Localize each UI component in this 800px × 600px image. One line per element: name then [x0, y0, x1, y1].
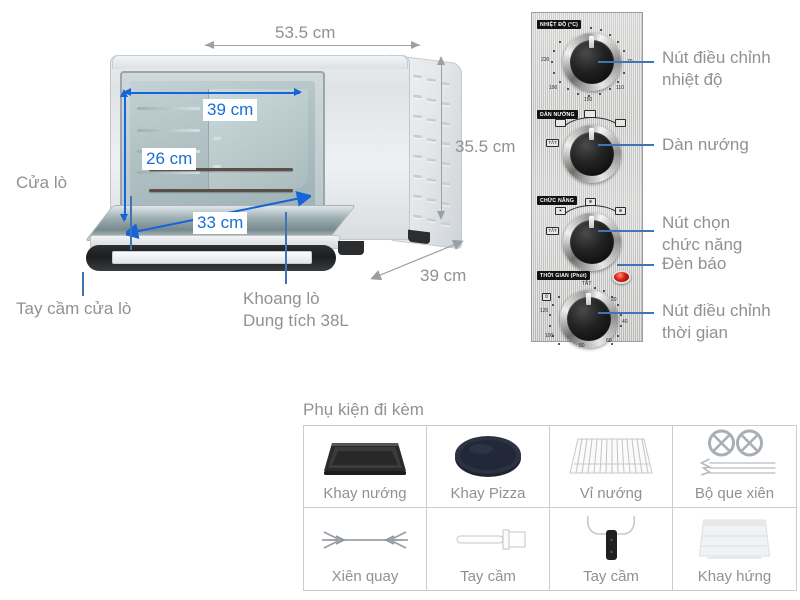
- scale-temp-230: 230: [541, 57, 550, 63]
- scale-temp-110: 110: [616, 85, 624, 91]
- accessory-label: Bộ que xiên: [694, 485, 775, 502]
- accessories-title: Phụ kiện đi kèm: [303, 400, 424, 419]
- drip-tray-icon: [673, 510, 796, 568]
- accessory-cell-grill-rack: Vỉ nướng: [550, 426, 673, 508]
- accessory-label: Tay cầm: [460, 568, 516, 585]
- oven-foot-right: [338, 241, 364, 255]
- accessory-cell-drip-tray: Khay hứng: [673, 508, 796, 590]
- interior-width-label: 39 cm: [203, 99, 258, 121]
- panel-tag-function: CHỨC NĂNG: [537, 196, 578, 205]
- callout-grill-leader: [598, 144, 654, 146]
- function-rotisserie-icon: ⊕: [615, 207, 626, 216]
- accessory-label: Khay hứng: [697, 568, 772, 585]
- function-off-label: TẮT: [546, 227, 560, 236]
- accessory-label: Vỉ nướng: [579, 485, 643, 502]
- accessory-label: Khay Pizza: [450, 485, 526, 502]
- baking-tray-icon: [304, 427, 426, 485]
- grill-off-label: TẮT: [546, 139, 560, 148]
- tray-handle-icon: [550, 510, 672, 568]
- accessories-grid: Khay nướng Khay Pizza: [303, 425, 797, 591]
- shelf-rails: [137, 104, 201, 186]
- scale-temp-150: 150: [584, 97, 593, 103]
- callout-door-handle-label: Tay cầm cửa lò: [16, 299, 132, 318]
- callout-timer-leader: [598, 312, 654, 314]
- callout-function-leader: [598, 230, 654, 232]
- accessory-label: Tay cầm: [583, 568, 639, 585]
- callout-door-label: Cửa lò: [16, 173, 68, 192]
- dimension-height-label: 35.5 cm: [455, 137, 516, 156]
- timer-off-label: TẮT: [582, 281, 592, 287]
- spit-handle-icon: [427, 510, 549, 568]
- accessory-cell-baking-tray: Khay nướng: [304, 426, 427, 508]
- grill-rack-icon: [550, 427, 672, 485]
- callout-cavity-leader: [285, 212, 287, 284]
- timer-40: 40: [622, 319, 628, 325]
- callout-temperature-label: Nút điều chỉnh nhiệt độ: [662, 48, 771, 89]
- callout-timer-label: Nút điều chỉnh thời gian: [662, 301, 771, 342]
- knob-temperature-pointer: [589, 36, 594, 48]
- function-fan-icon: ✻: [585, 198, 596, 207]
- grill-mode-left-icon: [555, 119, 566, 128]
- panel-tag-temperature: NHIỆT ĐỘ (°C): [537, 20, 582, 29]
- accessory-label: Khay nướng: [323, 485, 407, 502]
- accessory-cell-rotisserie-spit: Xiên quay: [304, 508, 427, 590]
- accessory-cell-pizza-pan: Khay Pizza: [427, 426, 550, 508]
- grill-mode-right-icon: [615, 119, 626, 128]
- grill-mode-top-icon: [584, 110, 596, 119]
- callout-door-handle-leader: [82, 272, 84, 296]
- accessory-cell-tray-handle: Tay cầm: [550, 508, 673, 590]
- timer-80: 80: [579, 343, 585, 349]
- skewer-set-icon: [673, 427, 796, 485]
- rotisserie-spit-icon: [304, 510, 426, 568]
- interior-depth-label: 33 cm: [193, 212, 248, 234]
- accessory-cell-skewer-set: Bộ que xiên: [673, 426, 796, 508]
- pizza-pan-icon: [427, 427, 549, 485]
- dimension-depth-arrow: [370, 236, 465, 284]
- heating-element-upper: [148, 168, 293, 172]
- depth-dim-svg: [370, 239, 464, 281]
- callout-function-label: Nút chọn chức năng: [662, 213, 743, 254]
- oven-door-handle-inlay: [112, 251, 312, 264]
- timer-bell-icon: ⏱: [542, 293, 551, 302]
- callout-door-leader: [130, 196, 132, 250]
- panel-tag-grill: DÀN NƯỚNG: [537, 110, 578, 119]
- panel-tag-timer: THỜI GIAN (Phút): [537, 271, 590, 280]
- function-light-icon: ☀: [555, 207, 566, 216]
- accessory-cell-spit-handle: Tay cầm: [427, 508, 550, 590]
- callout-grill-label: Dàn nướng: [662, 135, 749, 154]
- callout-lamp-leader: [617, 264, 654, 266]
- dimension-depth-label: 39 cm: [420, 266, 467, 285]
- callout-cavity-label: Khoang lò Dung tích 38L: [243, 289, 349, 330]
- callout-temperature-leader: [598, 61, 654, 63]
- indicator-lamp: [612, 270, 631, 284]
- callout-lamp-label: Đèn báo: [662, 254, 727, 273]
- interior-height-label: 26 cm: [142, 148, 197, 170]
- oven-top-lip: [112, 55, 408, 69]
- timer-60: 60: [606, 338, 612, 344]
- dimension-width-label: 53.5 cm: [275, 23, 336, 42]
- knob-timer[interactable]: [560, 290, 618, 348]
- timer-100: 100: [545, 333, 554, 339]
- timer-20: 20: [611, 297, 617, 303]
- knob-timer-pointer: [586, 293, 591, 305]
- scale-temp-190: 190: [549, 85, 558, 91]
- accessory-label: Xiên quay: [331, 568, 399, 585]
- timer-120: 120: [540, 308, 549, 314]
- heating-element-lower: [148, 188, 293, 192]
